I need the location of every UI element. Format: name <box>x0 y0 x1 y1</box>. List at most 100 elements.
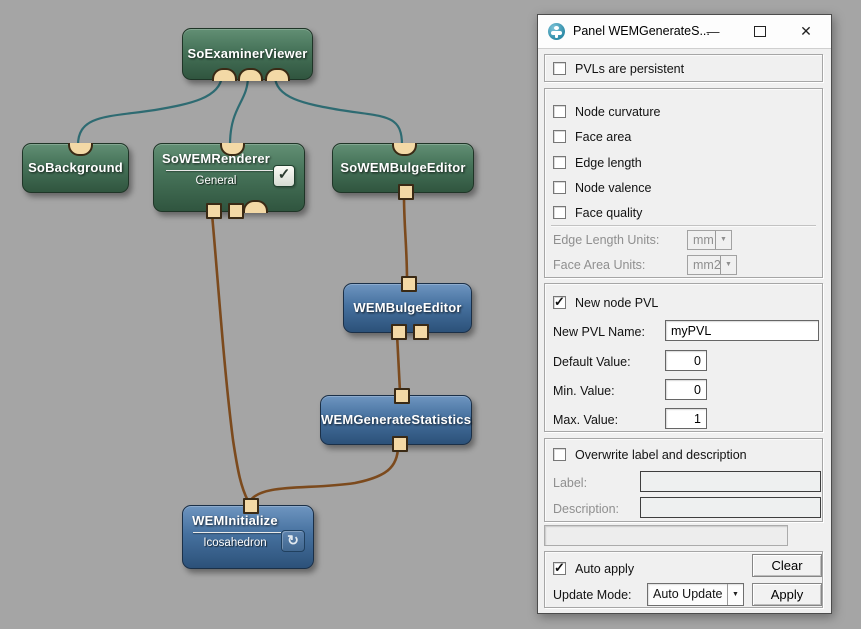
output-connector-icon[interactable] <box>212 67 237 81</box>
connection-sobulge-wembulge[interactable] <box>402 195 409 281</box>
checkbox-label: Node curvature <box>575 105 661 119</box>
group-footer: ✓ Auto apply Clear Update Mode: Auto Upd… <box>544 551 823 608</box>
connection-viewer-bulgeeditor[interactable] <box>273 75 404 146</box>
node-title-divider <box>193 532 281 533</box>
node-title: SoWEMRenderer <box>161 151 271 166</box>
output-connector-icon[interactable] <box>243 199 268 213</box>
input-connector-icon[interactable] <box>394 388 410 404</box>
input-connector-icon[interactable] <box>243 498 259 514</box>
checkbox-label: Face area <box>575 130 632 144</box>
max-value-input[interactable] <box>665 408 707 429</box>
checkmark-icon: ✓ <box>554 560 565 575</box>
face-area-units-select[interactable]: mm2 ▼ <box>687 255 737 275</box>
node-soexaminerviewer[interactable]: SoExaminerViewer <box>182 28 313 81</box>
output-connector-icon[interactable] <box>238 67 263 81</box>
connection-viewer-background[interactable] <box>76 75 224 146</box>
node-wemgeneratestatistics[interactable]: WEMGenerateStatistics <box>320 388 472 452</box>
window-title: Panel WEMGenerateS... <box>573 24 710 38</box>
checkbox-box[interactable]: ✓ <box>553 105 566 118</box>
group-statistics: ✓ Node curvature ✓ Face area ✓ Edge leng… <box>544 88 823 278</box>
checkbox-box[interactable]: ✓ <box>553 130 566 143</box>
connection-renderer-weminitialize[interactable] <box>210 213 250 502</box>
edge-length-units-select[interactable]: mm ▼ <box>687 230 732 250</box>
node-title: WEMInitialize <box>192 513 278 528</box>
status-field <box>544 525 788 546</box>
new-pvl-name-input[interactable] <box>665 320 819 341</box>
checkmark-icon: ✓ <box>277 166 291 183</box>
select-value: mm <box>693 233 714 247</box>
face-area-units-label: Face Area Units: <box>553 258 646 272</box>
description-input[interactable] <box>640 497 821 518</box>
input-connector-icon[interactable] <box>392 142 417 156</box>
input-connector-icon[interactable] <box>220 142 245 156</box>
separator <box>551 225 816 226</box>
reload-button[interactable]: ↻ <box>281 530 305 552</box>
checkbox-box[interactable]: ✓ <box>553 294 566 309</box>
output-connector-icon[interactable] <box>391 324 407 340</box>
output-connector-icon[interactable] <box>228 203 244 219</box>
edge-length-units-label: Edge Length Units: <box>553 233 660 247</box>
clear-button[interactable]: Clear <box>752 554 822 577</box>
checkbox-box[interactable]: ✓ <box>553 448 566 461</box>
node-sobackground[interactable]: SoBackground <box>22 142 129 193</box>
node-sublabel: Icosahedron <box>203 537 267 549</box>
checkbox-box[interactable]: ✓ <box>553 62 566 75</box>
output-connector-icon[interactable] <box>206 203 222 219</box>
chevron-down-icon: ▼ <box>727 584 743 605</box>
output-connector-icon[interactable] <box>392 436 408 452</box>
min-value-label: Min. Value: <box>553 384 615 398</box>
output-connector-icon[interactable] <box>413 324 429 340</box>
description-field-label: Description: <box>553 502 619 516</box>
minimize-icon: — <box>706 24 720 39</box>
max-value-label: Max. Value: <box>553 413 619 427</box>
node-sowembulgeeditor[interactable]: SoWEMBulgeEditor <box>332 142 474 200</box>
node-title: SoWEMBulgeEditor <box>340 159 466 175</box>
default-value-input[interactable] <box>665 350 707 371</box>
node-sublabel: General <box>195 175 237 187</box>
node-checkbox[interactable]: ✓ <box>273 165 295 187</box>
update-mode-label: Update Mode: <box>553 588 632 602</box>
input-connector-icon[interactable] <box>401 276 417 292</box>
checkbox-box[interactable]: ✓ <box>553 181 566 194</box>
checkbox-box[interactable]: ✓ <box>553 156 566 169</box>
update-mode-select[interactable]: Auto Update ▼ <box>647 583 744 606</box>
new-pvl-name-label: New PVL Name: <box>553 325 645 339</box>
node-wembulgeeditor[interactable]: WEMBulgeEditor <box>343 276 472 340</box>
minimize-button[interactable]: — <box>700 15 726 48</box>
reload-icon: ↻ <box>287 532 299 548</box>
label-field-label: Label: <box>553 476 588 490</box>
connection-wembulge-stats[interactable] <box>395 333 402 393</box>
group-new-pvl: ✓ New node PVL New PVL Name: Default Val… <box>544 283 823 432</box>
min-value-input[interactable] <box>665 379 707 400</box>
output-connector-icon[interactable] <box>265 67 290 81</box>
close-icon: ✕ <box>800 23 812 39</box>
checkbox-label: Auto apply <box>575 562 635 576</box>
node-weminitialize[interactable]: WEMInitialize Icosahedron ↻ <box>182 498 314 569</box>
default-value-label: Default Value: <box>553 355 631 369</box>
select-value: mm2 <box>693 258 721 272</box>
input-connector-icon[interactable] <box>68 142 93 156</box>
checkbox-box[interactable]: ✓ <box>553 206 566 219</box>
checkmark-icon: ✓ <box>554 294 565 309</box>
node-title: WEMBulgeEditor <box>353 299 462 315</box>
chevron-down-icon: ▼ <box>720 256 736 274</box>
close-button[interactable]: ✕ <box>793 15 819 48</box>
output-connector-icon[interactable] <box>398 184 414 200</box>
maximize-button[interactable] <box>747 15 773 48</box>
connection-stats-weminitialize[interactable] <box>248 445 400 502</box>
node-title: SoExaminerViewer <box>187 45 308 61</box>
maximize-icon <box>754 26 766 37</box>
label-input[interactable] <box>640 471 821 492</box>
panel-window: Panel WEMGenerateS... — ✕ ✓ PVLs are per… <box>537 14 832 614</box>
node-sowemrenderer[interactable]: SoWEMRenderer General ✓ <box>153 142 305 219</box>
checkbox-label: Node valence <box>575 181 652 195</box>
checkbox-box[interactable]: ✓ <box>553 560 566 575</box>
node-title-divider <box>166 170 280 171</box>
connection-viewer-renderer[interactable] <box>228 75 250 146</box>
checkbox-label: Edge length <box>575 156 642 170</box>
chevron-down-icon: ▼ <box>715 231 731 249</box>
title-bar[interactable]: Panel WEMGenerateS... — ✕ <box>538 15 831 49</box>
apply-button[interactable]: Apply <box>752 583 822 606</box>
checkbox-label: Face quality <box>575 206 643 220</box>
